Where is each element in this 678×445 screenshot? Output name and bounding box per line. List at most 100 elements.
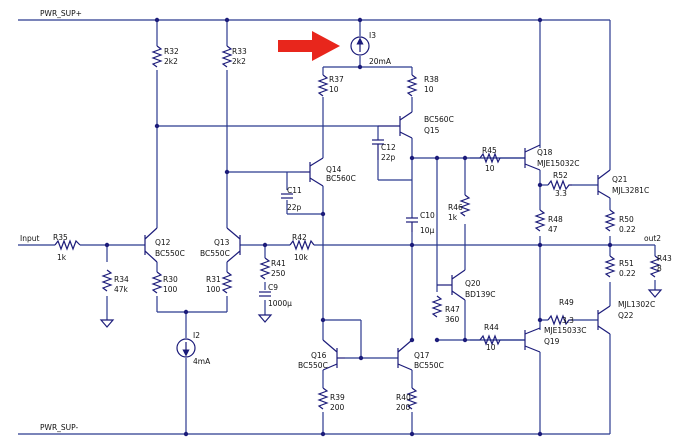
junction-dot [104, 242, 110, 248]
component-label: R48 [548, 215, 563, 224]
component-label: 3.3 [555, 189, 567, 198]
component-label: 100 [163, 285, 178, 294]
junction-dot [434, 155, 440, 161]
component-label: R37 [329, 75, 344, 84]
component-label: BC550C [155, 249, 185, 258]
component-label: Q19 [544, 337, 560, 346]
junction-dots [104, 17, 613, 437]
junction-dot [320, 431, 326, 437]
component-label: 1000µ [268, 299, 292, 308]
component-label: C10 [420, 211, 435, 220]
component-label: I2 [193, 331, 200, 340]
component-label: R42 [292, 233, 307, 242]
component-label: Q16 [311, 351, 327, 360]
component-label: R45 [482, 146, 497, 155]
component-label: MJL1302C [618, 300, 655, 309]
component-label: 2k2 [164, 57, 178, 66]
component-label: R49 [559, 298, 574, 307]
junction-dot [607, 242, 613, 248]
component-label: MJE15033C [544, 326, 587, 335]
component-label: R39 [330, 393, 345, 402]
component-label: Q12 [155, 238, 171, 247]
transistor-q19: MJE15033C Q19 [524, 326, 587, 353]
junction-dot [183, 431, 189, 437]
component-label: R43 [657, 254, 672, 263]
component-label: C12 [381, 143, 396, 152]
junction-dot [537, 317, 543, 323]
component-label: R52 [553, 171, 568, 180]
component-label: Q17 [414, 351, 430, 360]
component-label: R35 [53, 233, 68, 242]
junction-dot [224, 17, 230, 23]
net-label-output: out2 [644, 234, 661, 243]
component-label: MJL3281C [612, 186, 649, 195]
component-label: 1k [57, 253, 67, 262]
component-label: 4mA [193, 357, 211, 366]
junction-dot [154, 123, 160, 129]
junction-dot [154, 17, 160, 23]
component-label: R47 [445, 305, 460, 314]
junction-dot [224, 169, 230, 175]
capacitor-c10: C10 10µ [406, 211, 435, 235]
component-label: R38 [424, 75, 439, 84]
junction-dot [183, 309, 189, 315]
component-label: 10µ [420, 226, 435, 235]
component-label: R31 [206, 275, 221, 284]
component-label: 10 [485, 164, 495, 173]
junction-dot [537, 431, 543, 437]
component-label: 22p [381, 153, 396, 162]
junction-dot [358, 355, 364, 361]
component-label: R33 [232, 47, 247, 56]
junction-dot [537, 242, 543, 248]
highlight-arrow-icon [278, 31, 340, 61]
junction-dot [409, 155, 415, 161]
junction-dot [320, 211, 326, 217]
component-label: 0.22 [619, 225, 636, 234]
resistor-r42: R42 10k [289, 233, 315, 262]
current-source-i2: I2 4mA [176, 331, 211, 366]
component-label: R51 [619, 259, 634, 268]
component-label: 22p [287, 203, 302, 212]
component-label: BC560C [424, 115, 454, 124]
component-label: 10k [294, 253, 309, 262]
component-label: R41 [271, 259, 286, 268]
component-label: Q22 [618, 311, 634, 320]
junction-dot [537, 182, 543, 188]
component-label: Q14 [326, 165, 342, 174]
component-label: R46 [448, 203, 463, 212]
net-label-supply-pos: PWR_SUP+ [40, 9, 82, 18]
component-label: 1k [448, 213, 458, 222]
junction-dot [409, 242, 415, 248]
component-label: 100 [206, 285, 221, 294]
component-label: MJE15032C [537, 159, 580, 168]
junction-dot [434, 337, 440, 343]
component-label: Q20 [465, 279, 481, 288]
component-label: 10 [329, 85, 339, 94]
